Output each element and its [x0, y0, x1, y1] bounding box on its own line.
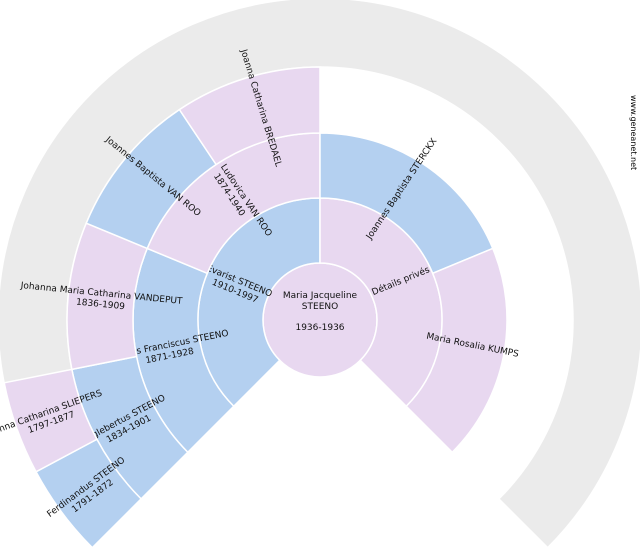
root-name-line1: Maria Jacqueline [283, 291, 358, 301]
geneanet-credit: www.geneanet.net [629, 95, 638, 171]
gen2-person-3[interactable] [405, 247, 508, 454]
root-dates: 1936-1936 [295, 323, 344, 333]
person-dates: 1836-1909 [76, 298, 126, 313]
root-name-line2: STEENO [302, 302, 338, 312]
gen4-person-1[interactable] [3, 368, 98, 473]
gen3-person-3[interactable] [178, 66, 321, 166]
